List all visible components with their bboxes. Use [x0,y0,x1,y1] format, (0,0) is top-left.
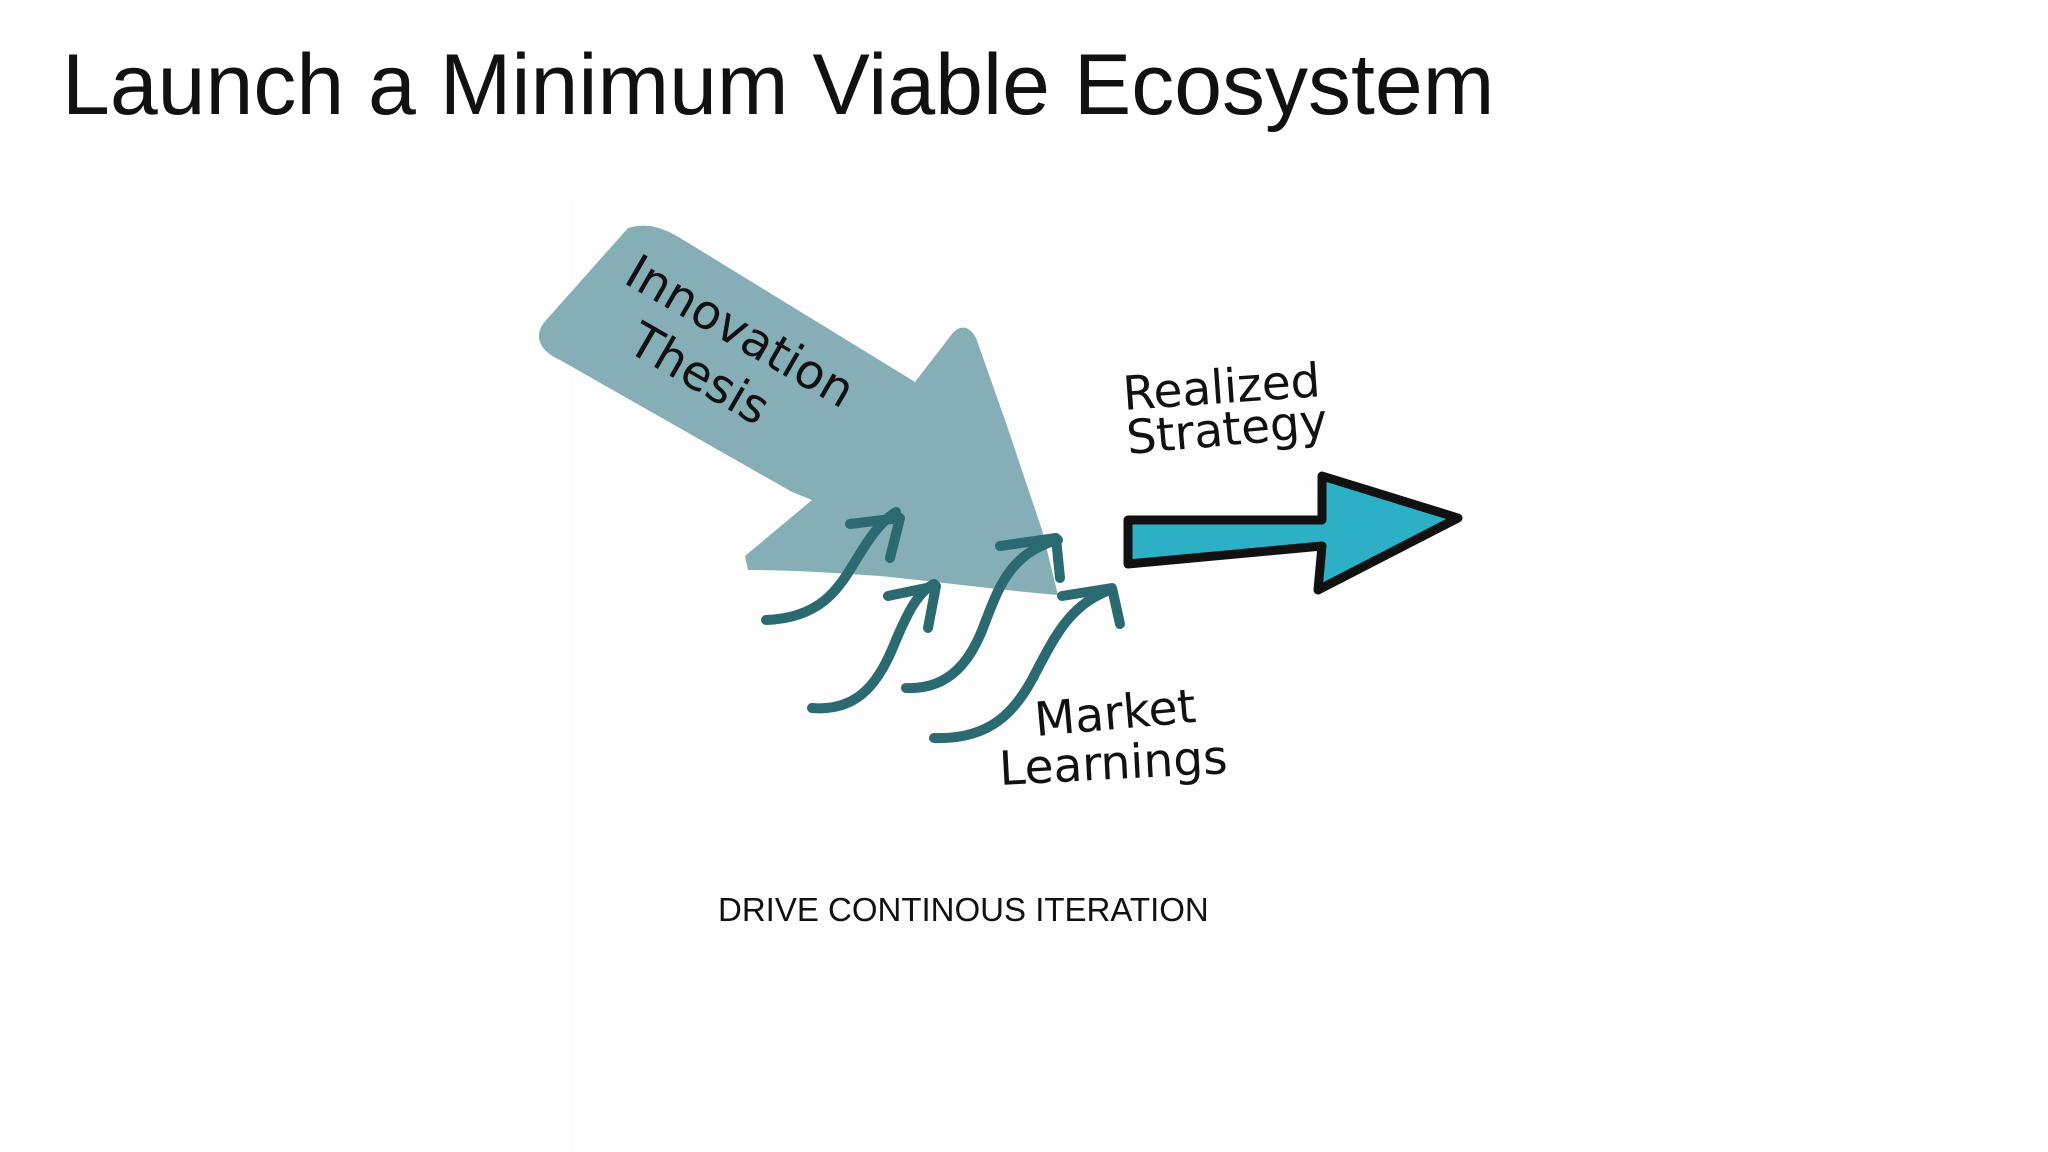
slide-title: Launch a Minimum Viable Ecosystem [62,37,1495,133]
diagram-caption: DRIVE CONTINOUS ITERATION [718,891,1209,928]
market-learning-arrows [761,507,1125,744]
curved-arrow-icon [901,533,1065,694]
market-learnings-label-line2: Learnings [998,730,1229,797]
innovation-thesis-arrow-icon [538,225,1058,596]
curved-arrow-icon [929,583,1125,744]
curved-arrow-icon [761,507,905,625]
curved-arrow-icon [807,579,941,714]
strategy-arrow-icon [1123,471,1463,595]
